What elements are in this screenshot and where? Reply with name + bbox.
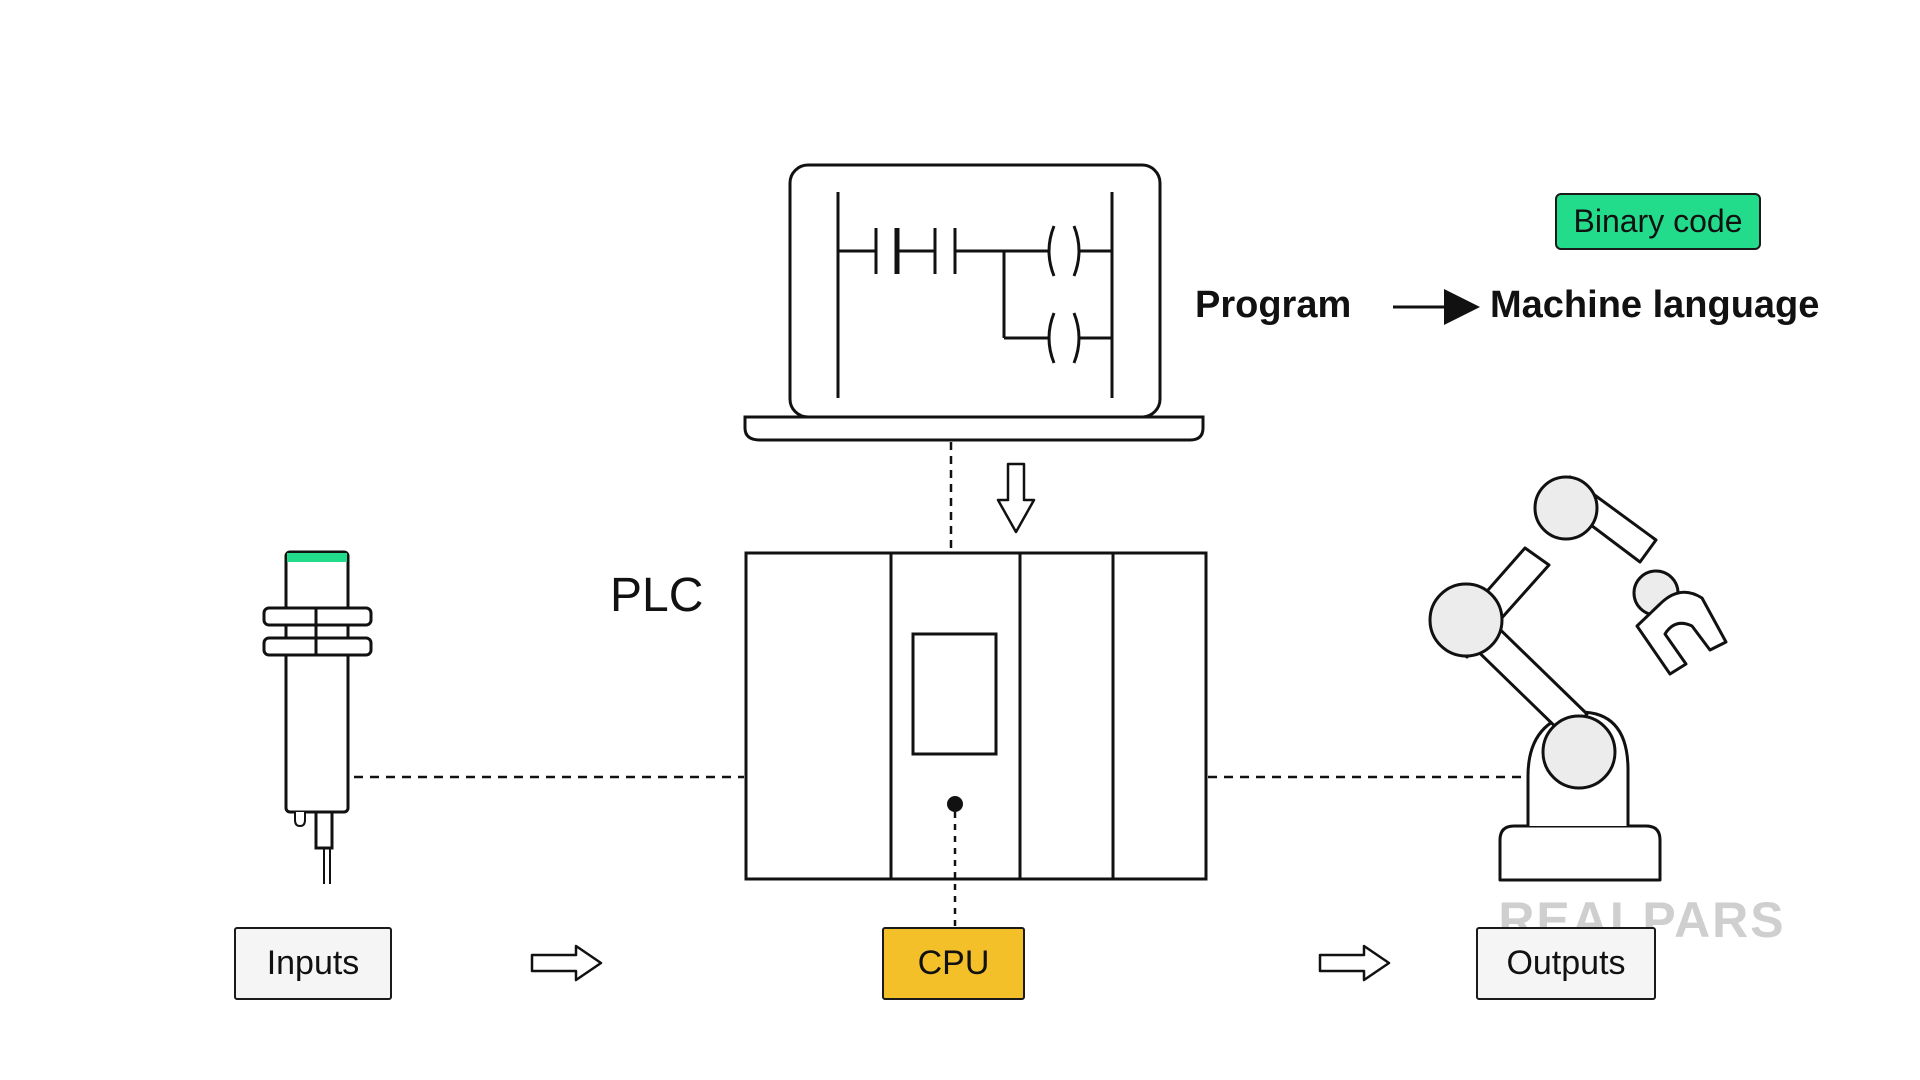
machine-language-label: Machine language <box>1490 283 1820 326</box>
laptop-icon <box>743 163 1205 442</box>
plc-rack-icon <box>744 551 1208 881</box>
outputs-box: Outputs <box>1476 927 1656 1000</box>
cpu-indicator-dot <box>947 796 963 812</box>
program-label: Program <box>1195 283 1352 326</box>
proximity-sensor-icon <box>262 550 373 884</box>
inputs-arrow-icon <box>530 944 603 982</box>
sensor-tip <box>287 553 347 562</box>
ladder-logic-icon <box>836 192 1114 398</box>
plc-label: PLC <box>610 568 704 622</box>
cpu-display <box>911 632 998 756</box>
outputs-arrow-icon <box>1318 944 1391 982</box>
binary-code-badge: Binary code <box>1555 193 1761 250</box>
robot-arm-icon <box>1428 475 1728 882</box>
inputs-box: Inputs <box>234 927 392 1000</box>
download-arrow-icon <box>996 462 1036 534</box>
cpu-box: CPU <box>882 927 1025 1000</box>
